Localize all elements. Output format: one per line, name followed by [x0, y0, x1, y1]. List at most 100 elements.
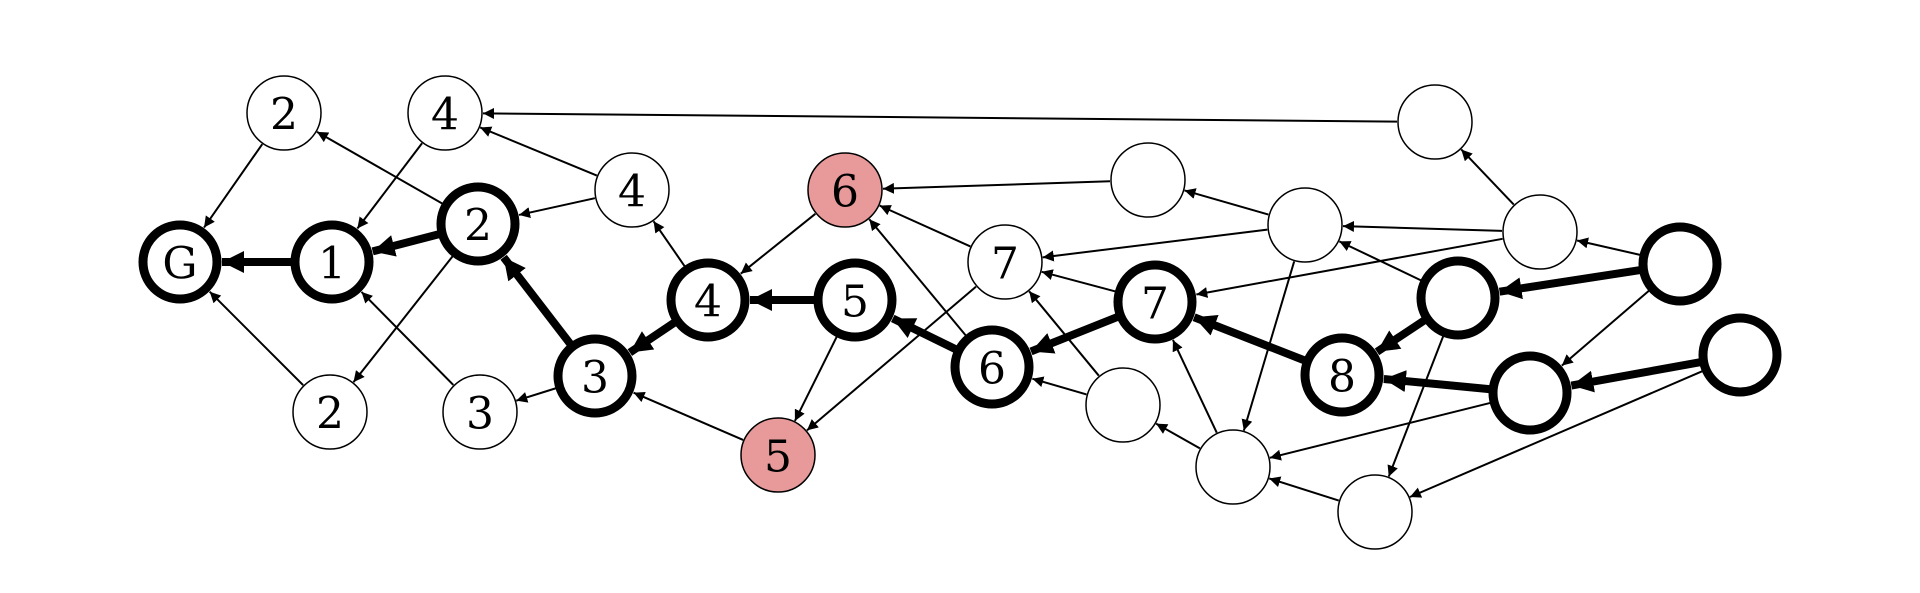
node-circle	[1488, 351, 1572, 435]
graph-node: 2	[292, 374, 368, 450]
node-circle	[246, 75, 322, 151]
edge-b1-to-u2	[1338, 240, 1422, 282]
edge-u2-to-u1	[1184, 188, 1269, 216]
path-node	[1416, 256, 1500, 340]
bold-edge-b3-to-b1	[1498, 266, 1641, 300]
edge-n2a-to-G	[203, 143, 264, 229]
node-label: 2	[270, 90, 298, 141]
node-circle	[1397, 84, 1473, 160]
node-circle	[1337, 474, 1413, 550]
edge-n2b-to-n2a	[316, 131, 443, 205]
edge-n5a-to-n5b	[794, 336, 838, 422]
edge-n4a-to-n1	[356, 142, 423, 230]
edge-u4-to-n7b	[1196, 237, 1503, 298]
edge-n7a-to-n6a	[879, 204, 971, 248]
edge-n3b-to-n3a	[515, 387, 557, 403]
path-node: 5	[813, 258, 897, 342]
graph-node	[1337, 474, 1413, 550]
graph-node: 6	[807, 152, 883, 228]
node-circle	[1300, 333, 1384, 417]
graph-node	[1502, 194, 1578, 270]
path-node	[1638, 222, 1722, 306]
edge-u4-to-u3	[1460, 148, 1515, 206]
path-node	[1698, 313, 1782, 397]
node-circle	[807, 152, 883, 228]
node-label: 3	[466, 389, 494, 440]
node-circle	[1698, 313, 1782, 397]
edge-u1-to-n6a	[882, 180, 1111, 194]
node-label: 7	[991, 239, 1019, 290]
graph-node	[1267, 187, 1343, 263]
node-label: 4	[694, 277, 722, 328]
edge-b3-to-u4	[1576, 237, 1641, 256]
node-label: 4	[431, 90, 459, 141]
node-layer: G 1 2 4 2 4 2 3 3 4 6 5 5 7 6 7 8	[138, 75, 1782, 550]
path-node: 3	[553, 334, 637, 418]
graph-node: 5	[740, 417, 816, 493]
edge-u2-to-n7a	[1042, 228, 1268, 262]
node-label: 4	[618, 167, 646, 218]
graph-node: 3	[442, 374, 518, 450]
edge-b2-to-u6	[1269, 401, 1491, 461]
node-circle	[1195, 429, 1271, 505]
node-label: G	[162, 239, 197, 290]
node-circle	[1502, 194, 1578, 270]
node-label: 1	[318, 239, 346, 290]
node-circle	[138, 220, 222, 304]
bold-edge-b1-to-n8	[1374, 317, 1427, 356]
edge-n6a-to-n4c	[740, 213, 816, 275]
edge-n7a-to-n5b	[806, 285, 977, 432]
node-label: 8	[1328, 352, 1356, 403]
node-circle	[407, 75, 483, 151]
edge-u6-to-n7b	[1172, 339, 1218, 434]
node-circle	[1267, 187, 1343, 263]
node-circle	[813, 258, 897, 342]
path-node: 7	[1113, 260, 1197, 344]
bold-edge-n3b-to-n2b	[500, 254, 574, 346]
node-label: 3	[581, 353, 609, 404]
node-circle	[594, 152, 670, 228]
node-circle	[1113, 260, 1197, 344]
edge-n5b-to-n3b	[633, 391, 744, 441]
node-label: 2	[316, 389, 344, 440]
graph-node: 7	[967, 224, 1043, 300]
bold-edge-n2b-to-n1	[371, 230, 440, 257]
edge-n2c-to-G	[208, 290, 304, 386]
path-node: 4	[666, 258, 750, 342]
node-circle	[740, 417, 816, 493]
edge-u3-to-n4a	[482, 107, 1398, 123]
edge-n4b-to-n2b	[518, 197, 596, 218]
node-circle	[967, 224, 1043, 300]
bold-edge-n4c-to-n3b	[627, 319, 677, 356]
node-circle	[950, 325, 1034, 409]
goal-node: G	[138, 220, 222, 304]
node-label: 5	[764, 432, 792, 483]
edge-n4c-to-n4b	[652, 220, 686, 267]
edge-u5-to-n6b	[1032, 376, 1087, 396]
edge-b3-to-b2	[1561, 289, 1650, 367]
node-circle	[290, 220, 374, 304]
node-circle	[1416, 256, 1500, 340]
path-node: 6	[950, 325, 1034, 409]
node-label: 7	[1141, 279, 1169, 330]
graph-node: 4	[407, 75, 483, 151]
node-circle	[666, 258, 750, 342]
path-node: 1	[290, 220, 374, 304]
edge-n6b-to-n6a	[868, 218, 967, 337]
node-circle	[1085, 367, 1161, 443]
edge-n7b-to-n7a	[1041, 269, 1116, 293]
graph-node: 2	[246, 75, 322, 151]
node-label: 5	[841, 277, 869, 328]
node-circle	[1110, 142, 1186, 218]
node-circle	[1638, 222, 1722, 306]
path-node: 2	[436, 182, 520, 266]
bold-edge-n7b-to-n6b	[1029, 313, 1119, 356]
node-circle	[553, 334, 637, 418]
node-circle	[292, 374, 368, 450]
edge-u7-to-u6	[1268, 476, 1340, 502]
edge-n4b-to-n4a	[479, 126, 598, 177]
edge-u5-to-n7a	[1028, 290, 1100, 377]
bold-edge-n6b-to-n5a	[890, 314, 957, 353]
edge-b1-to-u7	[1387, 335, 1445, 477]
